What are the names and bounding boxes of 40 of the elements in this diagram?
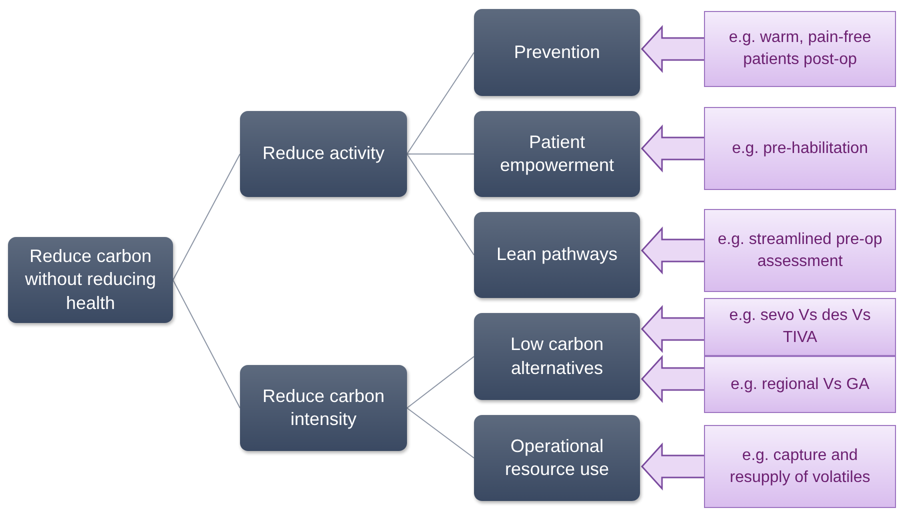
category-label: Patient empowerment: [498, 130, 616, 177]
block-arrow: [640, 442, 705, 490]
category-label: Reduce carbon intensity: [261, 384, 386, 431]
connector-line: [172, 280, 240, 408]
category-box: [240, 365, 407, 451]
example-callout: [704, 107, 896, 190]
connector-line: [406, 154, 474, 256]
connector-line: [172, 154, 240, 280]
category-label: Reduce activity: [262, 142, 385, 166]
connector-line: [406, 52, 474, 154]
category-box: [474, 415, 640, 501]
example-text: e.g. streamlined pre-op assessment: [716, 230, 884, 272]
block-arrow: [640, 355, 705, 403]
block-arrow: [640, 124, 705, 172]
example-text: e.g. regional Vs GA: [730, 374, 870, 395]
example-callout: [704, 209, 896, 292]
category-label: Prevention: [514, 40, 600, 64]
connector-line: [406, 408, 474, 458]
example-callout: [704, 425, 896, 508]
block-arrow: [640, 305, 705, 353]
category-label: Lean pathways: [496, 243, 618, 266]
block-arrow: [640, 226, 705, 274]
category-box: [474, 111, 640, 197]
block-arrow: [640, 25, 705, 73]
example-text: e.g. sevo Vs des Vs TIVA: [728, 306, 872, 348]
category-box: [240, 111, 407, 197]
category-box: [8, 237, 173, 323]
category-label: Operational resource use: [504, 434, 610, 481]
category-box: [474, 9, 640, 96]
category-box: [474, 212, 640, 298]
example-text: e.g. capture and resupply of volatiles: [728, 446, 872, 488]
example-callout: [704, 298, 896, 356]
connector-line: [406, 356, 474, 408]
category-box: [474, 313, 640, 400]
category-label: Reduce carbon without reducing health: [24, 244, 158, 315]
example-text: e.g. pre-habilitation: [732, 138, 868, 159]
example-callout: [704, 11, 896, 87]
example-text: e.g. warm, pain-free patients post-op: [728, 28, 872, 70]
category-label: Low carbon alternatives: [509, 333, 605, 380]
example-callout: [704, 356, 896, 413]
